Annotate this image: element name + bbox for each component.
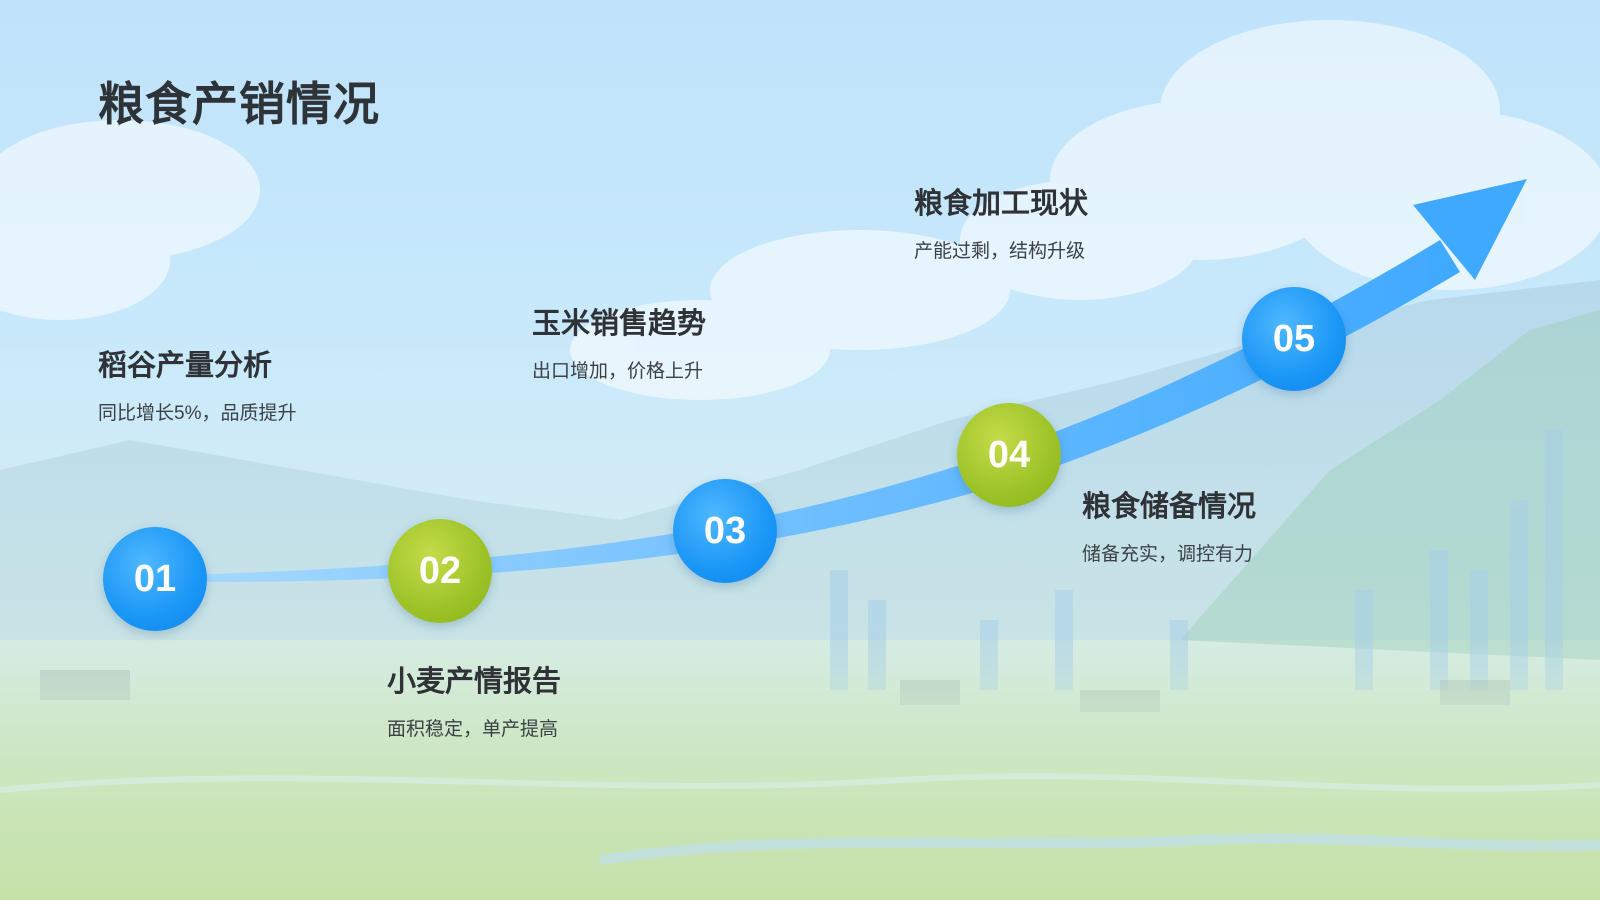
step-title-04: 粮食储备情况	[1082, 491, 1257, 523]
step-circle-04: 04	[957, 403, 1061, 507]
step-desc-01: 同比增长5%，品质提升	[98, 403, 297, 424]
step-title-03: 玉米销售趋势	[532, 308, 707, 340]
step-circle-01: 01	[103, 527, 207, 631]
step-desc-03: 出口增加，价格上升	[532, 361, 704, 382]
step-label-03: 玉米销售趋势 出口增加，价格上升	[532, 300, 706, 383]
step-title-01: 稻谷产量分析	[98, 350, 273, 382]
step-desc-05: 产能过剩，结构升级	[914, 241, 1086, 262]
step-label-04: 粮食储备情况 储备充实，调控有力	[1082, 483, 1256, 566]
step-circle-03: 03	[673, 479, 777, 583]
page-title: 粮食产销情况	[98, 78, 380, 130]
arrow-body	[150, 240, 1460, 583]
step-title-05: 粮食加工现状	[914, 188, 1089, 220]
step-desc-04: 储备充实，调控有力	[1082, 544, 1254, 565]
step-circle-02: 02	[388, 519, 492, 623]
step-desc-02: 面积稳定，单产提高	[387, 719, 559, 740]
step-label-05: 粮食加工现状 产能过剩，结构升级	[914, 180, 1088, 263]
step-label-01: 稻谷产量分析 同比增长5%，品质提升	[98, 342, 296, 425]
step-circle-05: 05	[1242, 287, 1346, 391]
arrow-head	[1413, 179, 1527, 280]
step-title-02: 小麦产情报告	[387, 666, 562, 698]
step-label-02: 小麦产情报告 面积稳定，单产提高	[387, 658, 561, 741]
